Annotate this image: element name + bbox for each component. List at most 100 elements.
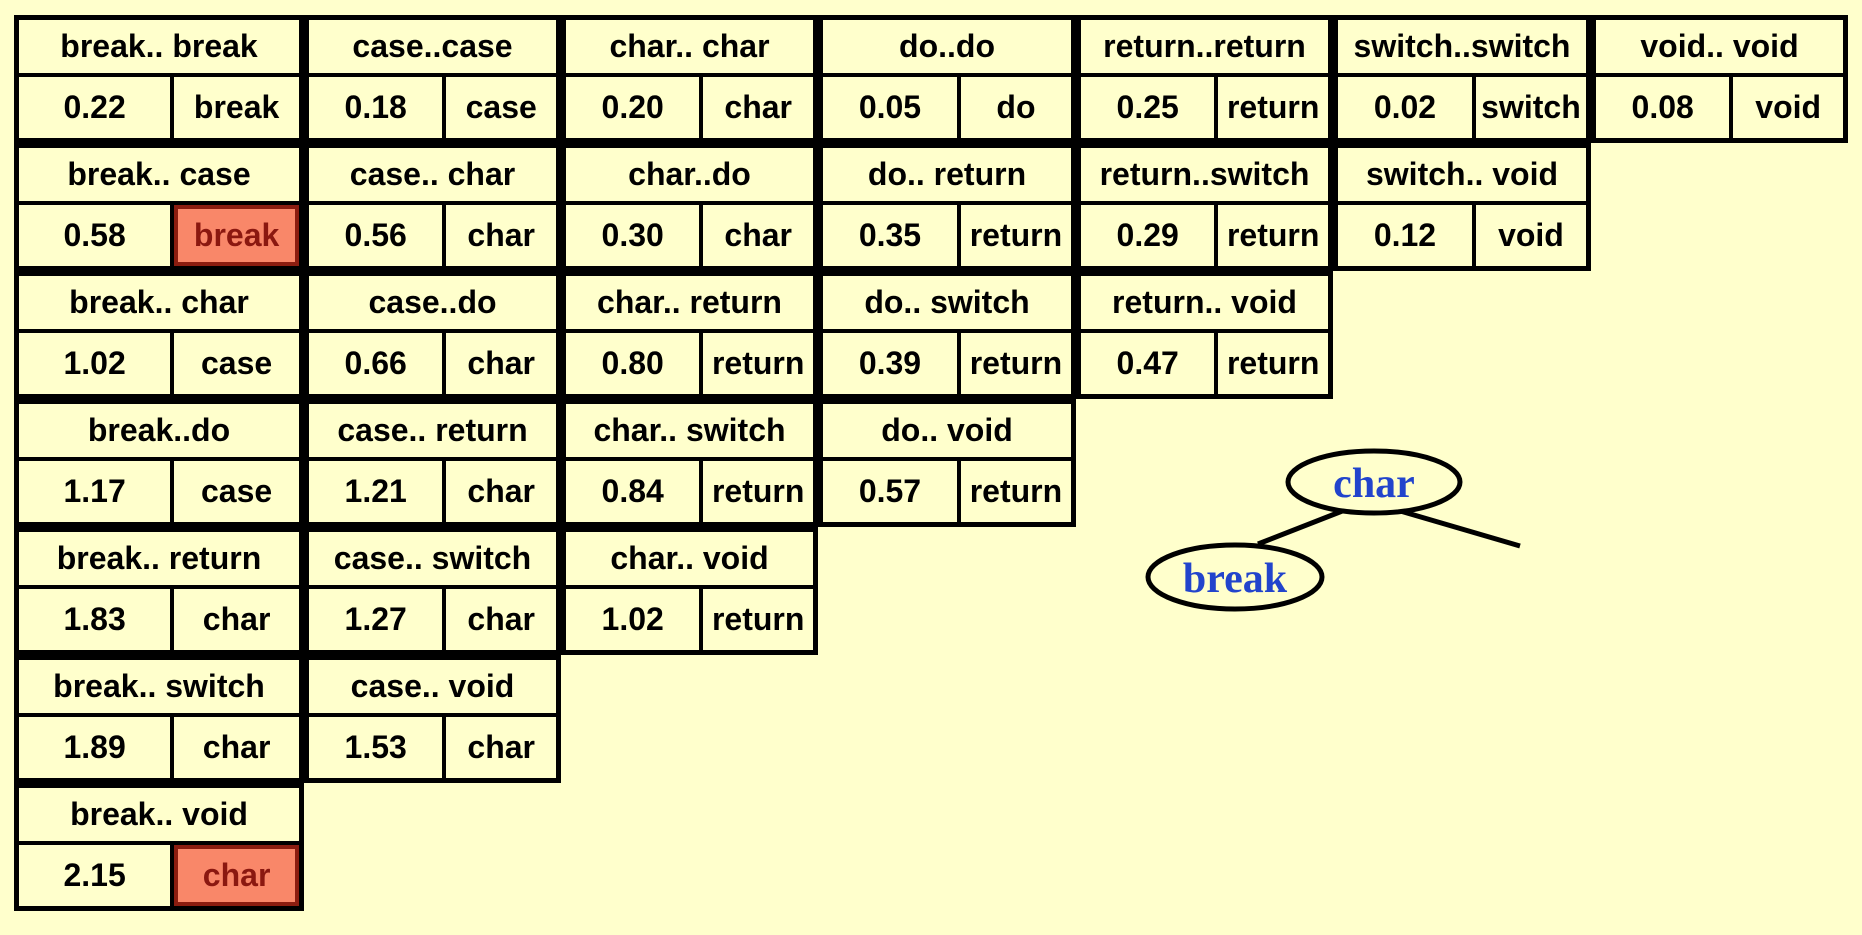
dp-block: void.. void 0.08 void <box>1591 15 1848 143</box>
root-cell: char <box>170 589 299 650</box>
dp-block: char.. void 1.02 return <box>561 527 818 655</box>
dp-block: case.. void 1.53 char <box>304 655 561 783</box>
dp-block: return..switch 0.29 return <box>1076 143 1333 271</box>
root-cell: break <box>170 205 299 266</box>
dp-block: return.. void 0.47 return <box>1076 271 1333 399</box>
dp-block: break.. break 0.22 break <box>14 15 304 143</box>
dp-block-values: 0.39 return <box>823 333 1071 394</box>
dp-block-values: 0.35 return <box>823 205 1071 266</box>
dp-block-values: 0.47 return <box>1081 333 1328 394</box>
cost-cell: 0.12 <box>1373 217 1437 253</box>
dp-block: char.. return 0.80 return <box>561 271 818 399</box>
root-cell: char <box>699 205 813 266</box>
dp-block: return..return 0.25 return <box>1076 15 1333 143</box>
root-cell: case <box>170 333 299 394</box>
dp-table-grid: break.. break 0.22 break case..case 0.18… <box>14 15 1848 911</box>
root-cell: char <box>442 461 556 522</box>
dp-block-values: 2.15 char <box>19 845 299 906</box>
range-header: case.. void <box>309 660 556 717</box>
range-header: do..do <box>823 20 1071 77</box>
dp-block-values: 1.83 char <box>19 589 299 650</box>
root-cell: char <box>170 717 299 778</box>
range-header: break..do <box>19 404 299 461</box>
root-cell: return <box>1214 77 1328 138</box>
dp-block: do.. switch 0.39 return <box>818 271 1076 399</box>
range-header: case.. switch <box>309 532 556 589</box>
dp-block-values: 0.22 break <box>19 77 299 138</box>
root-cell: return <box>1214 333 1328 394</box>
cost-cell: 1.21 <box>344 473 407 509</box>
range-header: char.. char <box>566 20 813 77</box>
root-cell: void <box>1729 77 1843 138</box>
range-header: char..do <box>566 148 813 205</box>
dp-block-values: 1.17 case <box>19 461 299 522</box>
range-header: return.. void <box>1081 276 1328 333</box>
cost-cell: 0.18 <box>344 89 407 125</box>
dp-block: break..do 1.17 case <box>14 399 304 527</box>
dp-block: case.. return 1.21 char <box>304 399 561 527</box>
dp-block-values: 0.58 break <box>19 205 299 266</box>
dp-block: case..do 0.66 char <box>304 271 561 399</box>
range-header: do.. switch <box>823 276 1071 333</box>
range-header: do.. void <box>823 404 1071 461</box>
dp-block: char.. switch 0.84 return <box>561 399 818 527</box>
tree-node-left-child-ellipse <box>1145 542 1325 612</box>
root-cell: return <box>699 589 813 650</box>
cost-cell: 0.47 <box>1116 345 1179 381</box>
dp-block-values: 0.56 char <box>309 205 556 266</box>
range-header: switch..switch <box>1338 20 1586 77</box>
dp-block-values: 1.89 char <box>19 717 299 778</box>
range-header: break.. void <box>19 788 299 845</box>
dp-block: switch.. void 0.12 void <box>1333 143 1591 271</box>
cost-cell: 0.08 <box>1631 89 1694 125</box>
cost-cell: 0.57 <box>858 473 922 509</box>
tree-edge-right <box>1389 505 1521 549</box>
cost-cell: 1.17 <box>63 473 126 509</box>
range-header: void.. void <box>1596 20 1843 77</box>
root-cell: return <box>699 461 813 522</box>
dp-block-values: 0.08 void <box>1596 77 1843 138</box>
dp-block: switch..switch 0.02 switch <box>1333 15 1591 143</box>
dp-block: break.. switch 1.89 char <box>14 655 304 783</box>
dp-block: case..case 0.18 case <box>304 15 561 143</box>
range-header: case..do <box>309 276 556 333</box>
root-cell: char <box>170 845 299 906</box>
cost-cell: 0.25 <box>1116 89 1179 125</box>
root-cell: switch <box>1471 77 1586 138</box>
dp-block: break.. case 0.58 break <box>14 143 304 271</box>
dp-block: case.. switch 1.27 char <box>304 527 561 655</box>
dp-block-values: 0.12 void <box>1338 205 1586 266</box>
dp-block-values: 0.57 return <box>823 461 1071 522</box>
root-cell: break <box>170 77 299 138</box>
range-header: case.. char <box>309 148 556 205</box>
root-cell: return <box>699 333 813 394</box>
dp-block-values: 0.80 return <box>566 333 813 394</box>
optimal-bst-tree: char break <box>1145 448 1521 612</box>
cost-cell: 0.20 <box>601 89 664 125</box>
cost-cell: 2.15 <box>63 857 126 893</box>
range-header: break.. switch <box>19 660 299 717</box>
range-header: char.. switch <box>566 404 813 461</box>
range-header: break.. return <box>19 532 299 589</box>
cost-cell: 0.58 <box>63 217 126 253</box>
cost-cell: 0.84 <box>601 473 664 509</box>
dp-block: do.. void 0.57 return <box>818 399 1076 527</box>
range-header: switch.. void <box>1338 148 1586 205</box>
cost-cell: 1.53 <box>344 729 407 765</box>
dp-block-values: 1.02 return <box>566 589 813 650</box>
dp-block: char.. char 0.20 char <box>561 15 818 143</box>
dp-block-values: 1.21 char <box>309 461 556 522</box>
root-cell: char <box>442 589 556 650</box>
dp-block-values: 0.84 return <box>566 461 813 522</box>
dp-block: break.. return 1.83 char <box>14 527 304 655</box>
root-cell: do <box>956 77 1071 138</box>
root-cell: char <box>699 77 813 138</box>
cost-cell: 0.80 <box>601 345 664 381</box>
range-header: case.. return <box>309 404 556 461</box>
dp-block: char..do 0.30 char <box>561 143 818 271</box>
root-cell: return <box>1214 205 1328 266</box>
range-header: do.. return <box>823 148 1071 205</box>
range-header: return..return <box>1081 20 1328 77</box>
tree-node-root-label: char <box>1333 461 1415 507</box>
